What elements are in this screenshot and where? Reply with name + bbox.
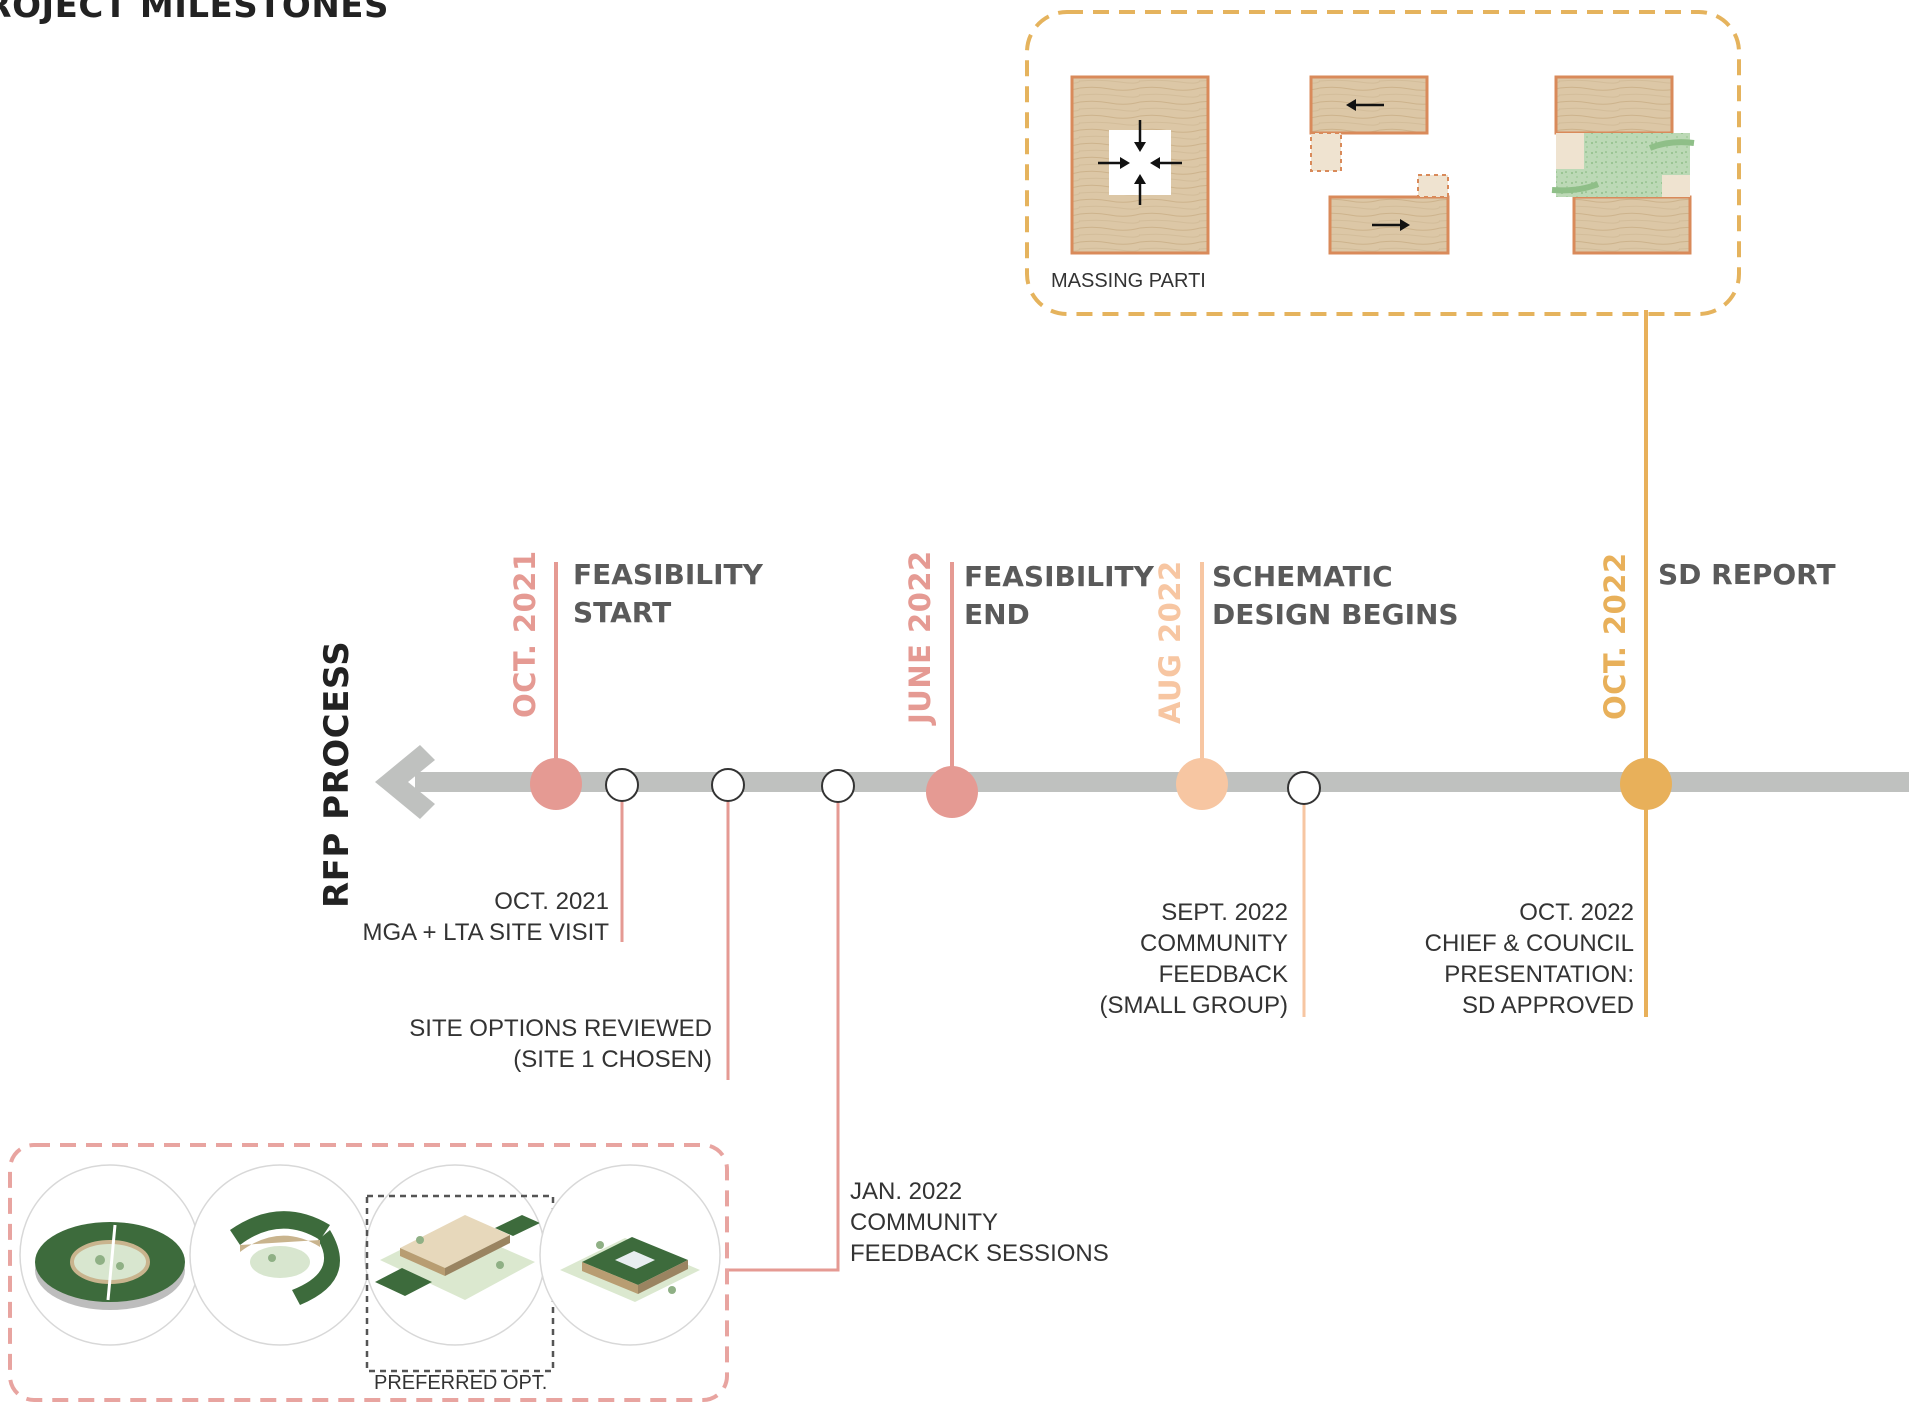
milestone-date-feasibility-end: JUNE 2022 — [903, 550, 937, 724]
milestone-label-sd-report: SD REPORT — [1658, 558, 1836, 591]
milestone-label-feasibility-start: FEASIBILITY START — [573, 558, 763, 629]
rfp-process-label: RFP PROCESS — [317, 640, 357, 908]
massing-parti-caption: MASSING PARTI — [1051, 270, 1206, 292]
site-option-3-image — [364, 1164, 555, 1373]
dot-sept-feedback — [1287, 771, 1321, 805]
site-option-1-image — [19, 1164, 201, 1346]
massing-diagram-3 — [1551, 75, 1695, 255]
timeline-bar — [415, 772, 1909, 792]
milestone-date-sd-report: OCT. 2022 — [1598, 552, 1632, 720]
event-label-sd-approved: OCT. 2022 CHIEF & COUNCIL PRESENTATION: … — [1424, 899, 1634, 1019]
page-title: PROJECT MILESTONES — [0, 0, 389, 26]
dot-feasibility-start — [530, 758, 582, 810]
preferred-option-frame — [365, 1194, 555, 1373]
dot-schematic-design — [1176, 758, 1228, 810]
massing-diagram-2 — [1309, 75, 1450, 255]
dot-community-feedback — [821, 769, 855, 803]
milestone-label-feasibility-end: FEASIBILITY END — [964, 560, 1154, 631]
event-label-community-feedback: JAN. 2022 COMMUNITY FEEDBACK SESSIONS — [850, 1178, 1109, 1267]
milestone-label-schematic-design: SCHEMATIC DESIGN BEGINS — [1212, 560, 1459, 631]
site-options-box — [8, 1143, 729, 1402]
event-label-site-visit: OCT. 2021 MGA + LTA SITE VISIT — [362, 888, 609, 946]
event-label-sept-feedback: SEPT. 2022 COMMUNITY FEEDBACK (SMALL GRO… — [1099, 899, 1288, 1019]
milestone-date-feasibility-start: OCT. 2021 — [508, 550, 542, 718]
site-option-2-image — [189, 1164, 371, 1346]
event-label-site-options: SITE OPTIONS REVIEWED (SITE 1 CHOSEN) — [409, 1015, 712, 1073]
timeline-arrow-left — [375, 745, 435, 819]
dot-feasibility-end — [926, 766, 978, 818]
stem-community-feedback — [727, 782, 840, 1272]
dot-sd-report — [1620, 758, 1672, 810]
milestone-date-schematic-design: AUG 2022 — [1153, 560, 1187, 724]
dot-site-visit — [605, 768, 639, 802]
site-option-4-image — [539, 1164, 721, 1346]
preferred-option-caption: PREFERRED OPT. — [374, 1372, 548, 1394]
massing-diagram-1 — [1070, 75, 1210, 255]
massing-parti-box — [1025, 10, 1741, 316]
dot-site-options — [711, 768, 745, 802]
